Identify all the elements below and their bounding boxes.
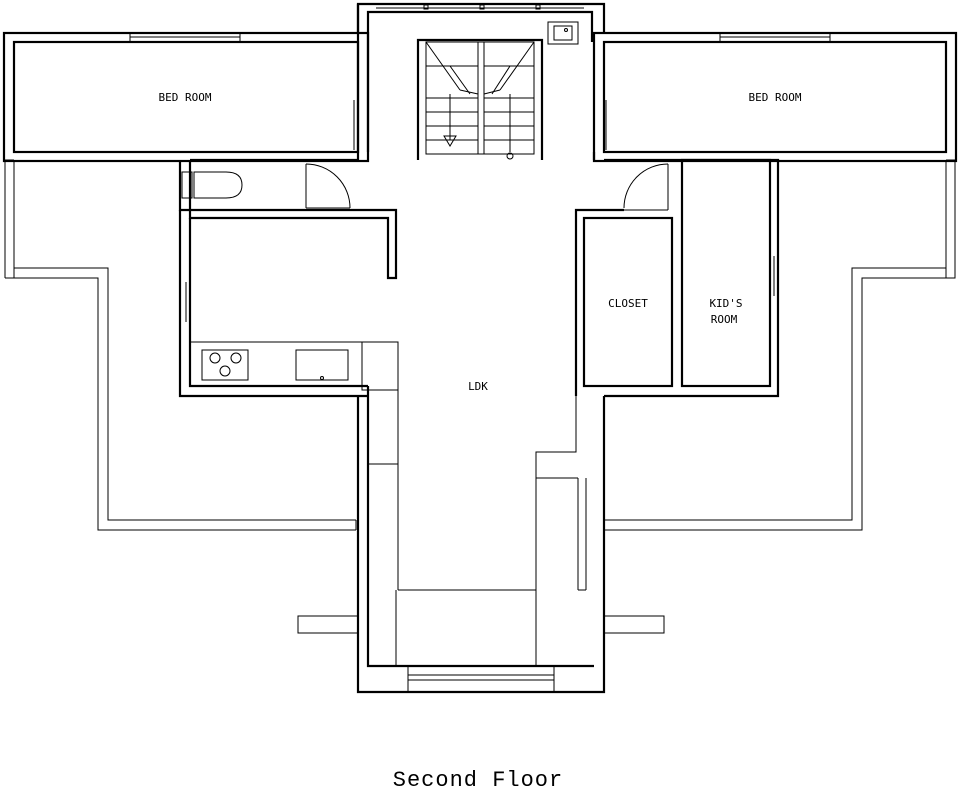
bedroom-left-label: BED ROOM: [159, 91, 212, 104]
kids-room-label-line1: KID'S: [709, 297, 742, 310]
ldk-area: [297, 341, 665, 694]
outer-footprint: [4, 159, 956, 531]
ldk-label: LDK: [468, 380, 488, 393]
plan-title: Second Floor: [393, 768, 563, 793]
toilet-room: [178, 158, 398, 280]
closet-kids-block: [574, 158, 780, 398]
kids-room-label-line2: ROOM: [711, 313, 738, 326]
bedroom-right-label: BED ROOM: [749, 91, 802, 104]
closet-label: CLOSET: [608, 297, 648, 310]
kitchen: [178, 210, 368, 398]
stair-core: [356, 2, 606, 160]
